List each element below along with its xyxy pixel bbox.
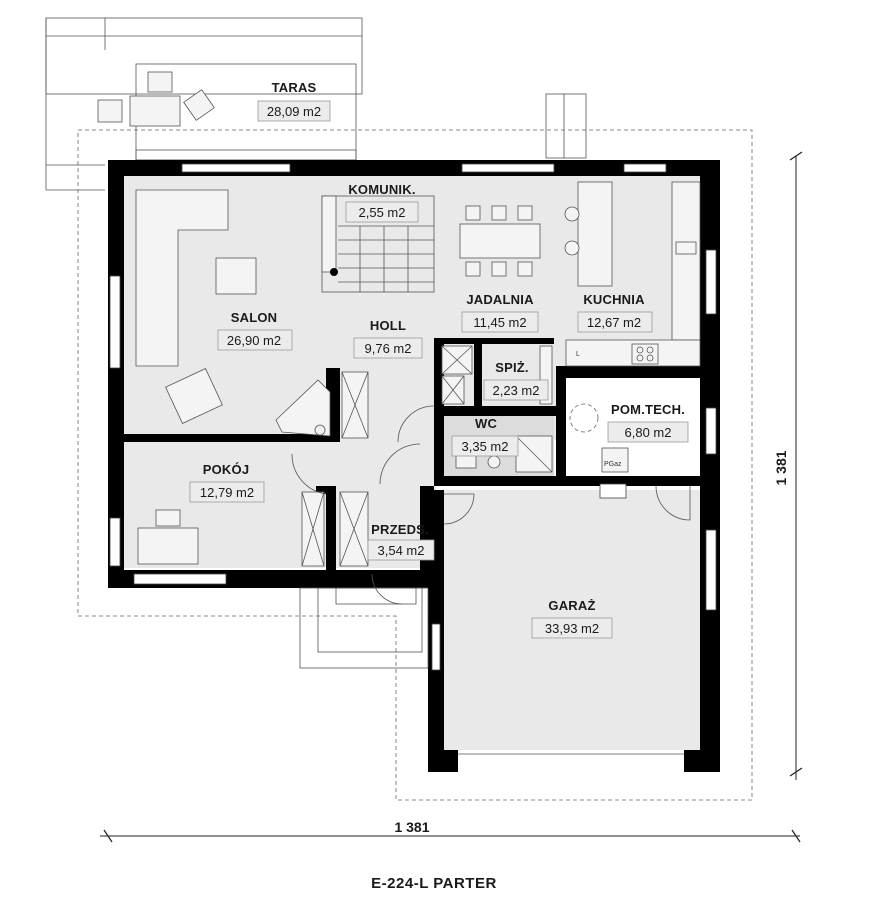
coffee-table-icon xyxy=(215,257,257,295)
room-name-komunik: KOMUNIK. xyxy=(348,182,415,197)
door-icon xyxy=(379,443,421,485)
door-icon xyxy=(397,405,435,443)
toilet-icon xyxy=(487,455,501,469)
room-area-kuchnia: 12,67 m2 xyxy=(587,315,641,330)
closet-icon xyxy=(301,345,553,567)
room-area-garaz: 33,93 m2 xyxy=(545,621,599,636)
room-area-taras: 28,09 m2 xyxy=(267,104,321,119)
room-kuchnia: KUCHNIA 12,67 m2 xyxy=(577,292,653,333)
terrace-chair-icon xyxy=(147,71,173,93)
door-icon xyxy=(443,493,475,525)
fireplace-icon xyxy=(275,379,331,437)
dimension-vertical-label: 1 381 xyxy=(773,450,789,485)
kitchen-counter-icon xyxy=(671,181,701,341)
room-name-taras: TARAS xyxy=(272,80,317,95)
room-name-jadalnia: JADALNIA xyxy=(466,292,534,307)
door-icon xyxy=(655,485,691,521)
room-name-pom-tech: POM.TECH. xyxy=(611,402,685,417)
room-area-spiz: 2,23 m2 xyxy=(493,383,540,398)
dining-table-icon xyxy=(459,223,541,259)
room-pom-tech: POM.TECH. 6,80 m2 xyxy=(607,402,689,443)
room-przeds: PRZEDS. 3,54 m2 xyxy=(367,522,435,561)
sofa-icon xyxy=(135,189,229,367)
room-name-salon: SALON xyxy=(231,310,278,325)
dimension-horizontal-label: 1 381 xyxy=(394,819,429,835)
room-area-komunik: 2,55 m2 xyxy=(359,205,406,220)
desk-icon xyxy=(137,527,199,565)
dimension-vertical: 1 381 xyxy=(773,151,803,780)
room-garaz: GARAŻ 33,93 m2 xyxy=(531,598,613,639)
kitchen-island-icon xyxy=(577,181,613,287)
tank-icon xyxy=(569,403,599,433)
cooktop-icon xyxy=(631,343,659,365)
room-salon: SALON 26,90 m2 xyxy=(217,310,293,351)
room-area-pokoj: 12,79 m2 xyxy=(200,485,254,500)
kitchen-fixture-label: L xyxy=(576,351,580,358)
stairs-icon xyxy=(321,195,435,293)
drawing-title: E-224-L PARTER xyxy=(371,875,497,892)
room-name-spiz: SPIŻ. xyxy=(495,360,529,375)
room-pokoj: POKÓJ 12,79 m2 xyxy=(189,462,265,503)
room-spiz: SPIŻ. 2,23 m2 xyxy=(483,360,549,401)
room-area-wc: 3,35 m2 xyxy=(462,439,509,454)
room-name-garaz: GARAŻ xyxy=(548,598,595,613)
room-name-wc: WC xyxy=(475,416,497,431)
room-area-jadalnia: 11,45 m2 xyxy=(473,315,526,330)
boiler-icon xyxy=(601,447,629,473)
armchair-icon xyxy=(165,368,223,424)
room-area-salon: 26,90 m2 xyxy=(227,333,281,348)
windows xyxy=(109,163,717,671)
door-icon xyxy=(291,453,327,495)
terrace-table-icon xyxy=(129,95,181,127)
room-area-przeds: 3,54 m2 xyxy=(378,543,425,558)
boiler-label: PGaz xyxy=(604,461,622,468)
room-wc: WC 3,35 m2 xyxy=(451,416,519,457)
terrace-lounger-icon xyxy=(183,89,215,121)
room-jadalnia: JADALNIA 11,45 m2 xyxy=(461,292,539,333)
room-komunik: KOMUNIK. 2,55 m2 xyxy=(345,182,419,223)
room-area-holl: 9,76 m2 xyxy=(365,341,412,356)
room-name-holl: HOLL xyxy=(370,318,406,333)
dimension-horizontal: 1 381 xyxy=(100,819,801,843)
room-labels: TARAS 28,09 m2 KOMUNIK. 2,55 m2 JADALNIA… xyxy=(189,80,689,639)
room-name-przeds: PRZEDS. xyxy=(371,522,429,537)
room-holl: HOLL 9,76 m2 xyxy=(353,318,423,359)
terrace-chair-icon xyxy=(97,99,123,123)
roof-outline xyxy=(77,129,753,801)
room-name-pokoj: POKÓJ xyxy=(203,462,250,477)
furniture: L PGaz xyxy=(135,181,701,755)
room-name-kuchnia: KUCHNIA xyxy=(583,292,645,307)
entry-door-icon xyxy=(371,573,403,605)
terrace-area xyxy=(45,17,587,191)
room-taras: TARAS 28,09 m2 xyxy=(257,80,331,122)
room-area-pom-tech: 6,80 m2 xyxy=(625,425,672,440)
